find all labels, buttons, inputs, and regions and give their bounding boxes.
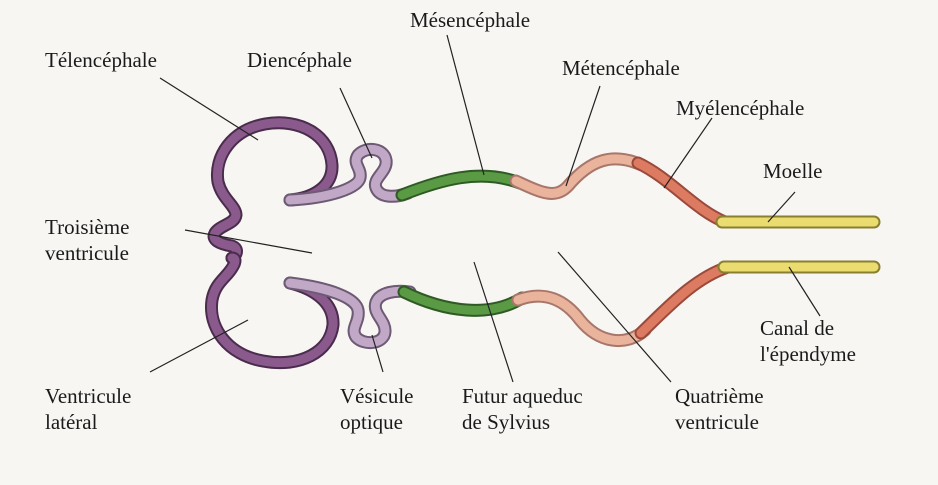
label-mesencephale: Mésencéphale xyxy=(410,7,530,33)
label-vesicule-optique: Vésicule optique xyxy=(340,383,413,435)
label-futur-aqueduc: Futur aqueduc de Sylvius xyxy=(462,383,583,435)
label-troisieme-ventricule-line2: ventricule xyxy=(45,240,129,266)
label-myelencephale: Myélencéphale xyxy=(676,95,804,121)
label-telencephale: Télencéphale xyxy=(45,47,157,73)
label-canal-ependyme: Canal de l'épendyme xyxy=(760,315,856,367)
label-ventricule-lateral-line1: Ventricule xyxy=(45,383,131,409)
label-vesicule-optique-line1: Vésicule xyxy=(340,383,413,409)
label-diencephale: Diencéphale xyxy=(247,47,352,73)
label-quatrieme-ventricule: Quatrième ventricule xyxy=(675,383,764,435)
label-canal-ependyme-line2: l'épendyme xyxy=(760,341,856,367)
label-futur-aqueduc-line1: Futur aqueduc xyxy=(462,383,583,409)
label-quatrieme-ventricule-line2: ventricule xyxy=(675,409,764,435)
label-quatrieme-ventricule-line1: Quatrième xyxy=(675,383,764,409)
label-ventricule-lateral: Ventricule latéral xyxy=(45,383,131,435)
label-troisieme-ventricule-line1: Troisième xyxy=(45,214,129,240)
label-futur-aqueduc-line2: de Sylvius xyxy=(462,409,583,435)
label-troisieme-ventricule: Troisième ventricule xyxy=(45,214,129,266)
label-vesicule-optique-line2: optique xyxy=(340,409,413,435)
label-canal-ependyme-line1: Canal de xyxy=(760,315,856,341)
label-metencephale: Métencéphale xyxy=(562,55,680,81)
label-moelle: Moelle xyxy=(763,158,822,184)
label-ventricule-lateral-line2: latéral xyxy=(45,409,131,435)
